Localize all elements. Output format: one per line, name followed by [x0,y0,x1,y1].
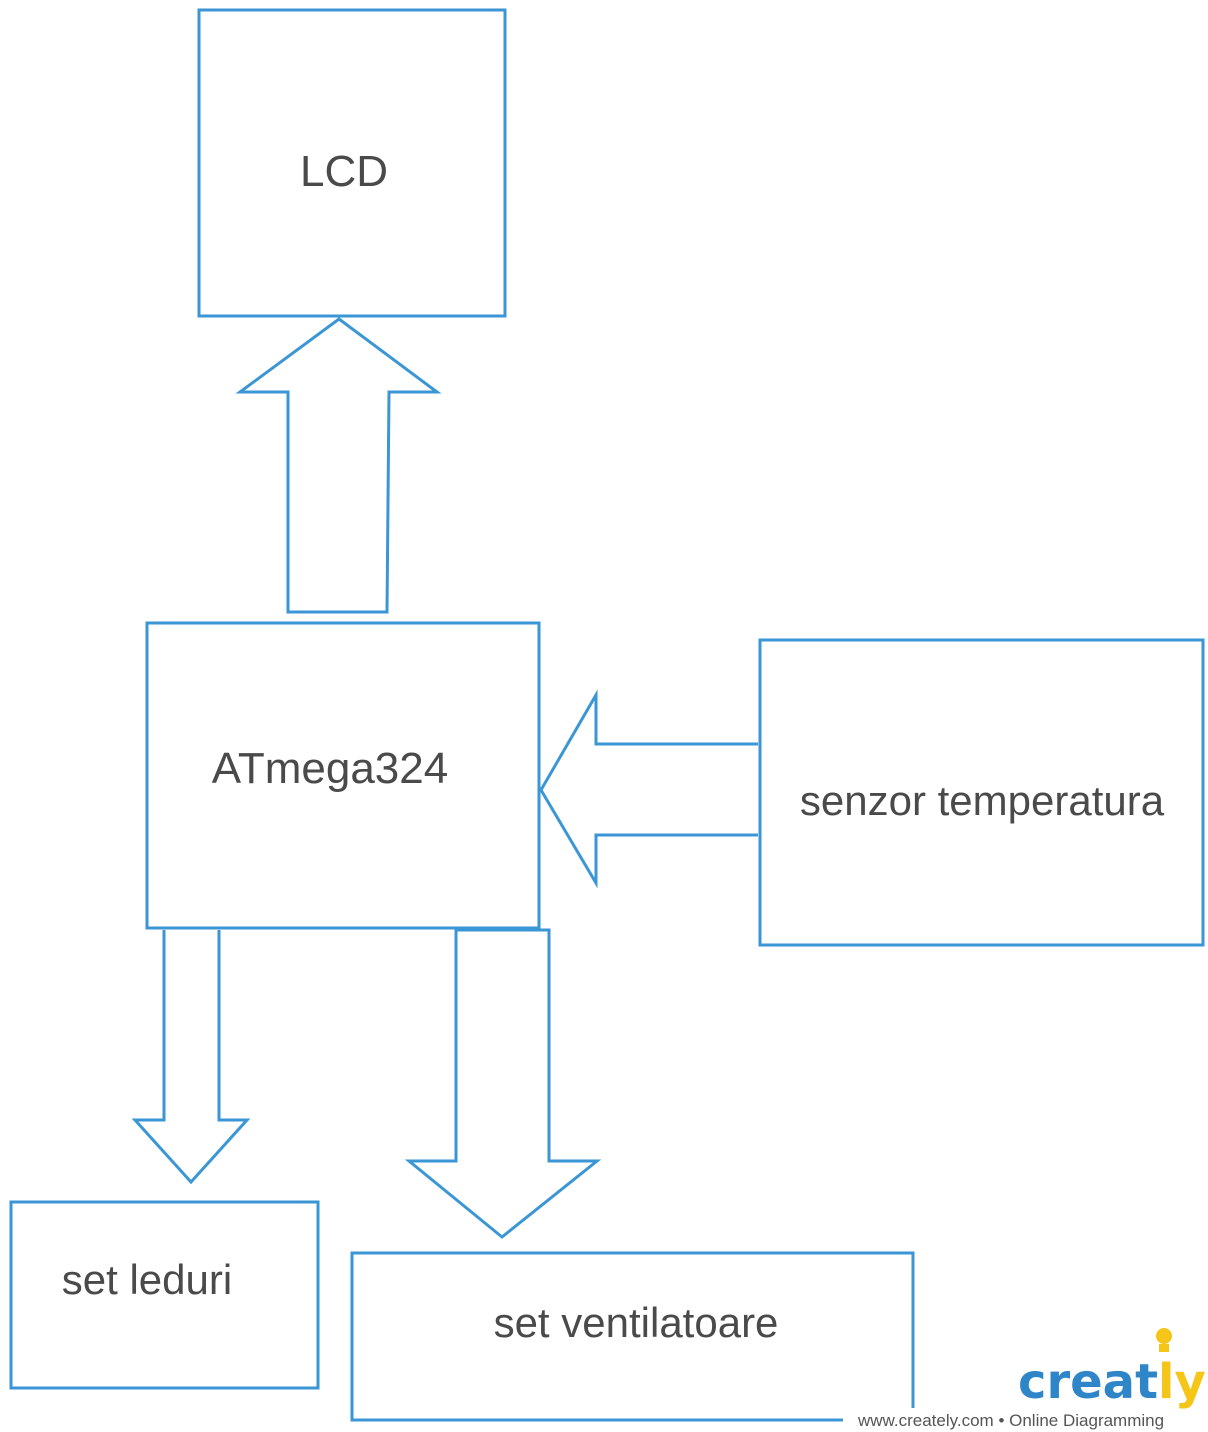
arrow-mcu-to-leds [131,930,251,1185]
logo-text-tail: ly [1158,1354,1206,1410]
fans-box [350,1251,915,1422]
leds-box [9,1200,320,1390]
arrow-sensor-to-mcu [539,689,758,889]
logo-text-main: creat [1018,1354,1158,1410]
leds-label: set leduri [62,1256,232,1303]
fans-label: set ventilatoare [494,1299,779,1346]
mcu-label: ATmega324 [212,744,448,793]
sensor-box [758,638,1205,947]
lcd-box [197,8,507,318]
sensor-label: senzor temperatura [800,777,1165,824]
arrow-mcu-to-lcd [235,317,442,614]
lcd-label: LCD [300,147,388,196]
lightbulb-icon [1156,1328,1172,1352]
mcu-box [145,621,541,930]
logo-text: creatly [1018,1354,1206,1410]
creately-watermark: creatly www.creately.com • Online Diagra… [857,1328,1206,1430]
watermark-footer: www.creately.com • Online Diagramming [857,1411,1164,1430]
arrow-mcu-to-fans [404,928,602,1239]
